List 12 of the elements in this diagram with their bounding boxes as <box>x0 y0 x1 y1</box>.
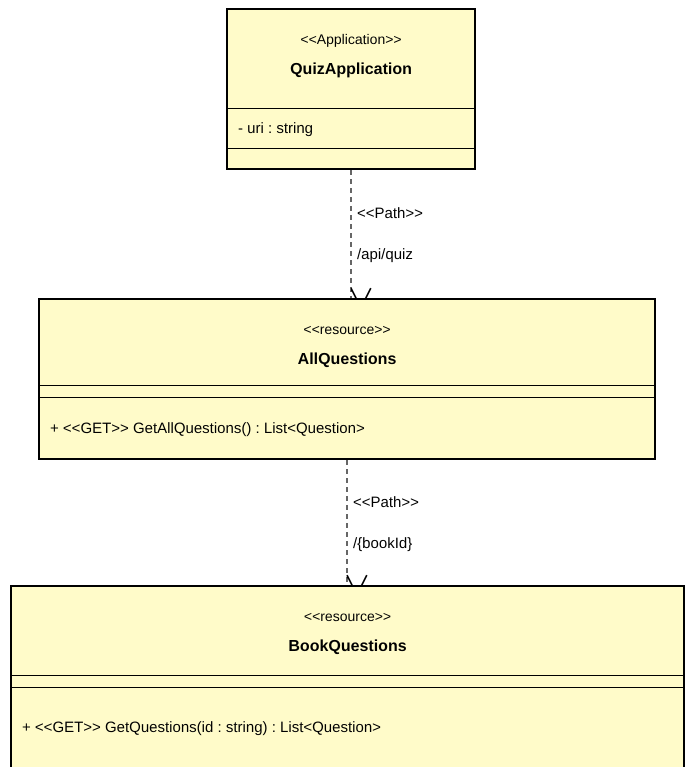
stereotype-label: <<Application>> <box>300 30 402 48</box>
stereotype-label: <<resource>> <box>304 607 392 625</box>
class-box <box>226 8 476 170</box>
operation-text: + <<GET>> GetAllQuestions() : List<Question> <box>50 420 365 436</box>
stereotype-label: <<resource>> <box>303 320 391 338</box>
class-name: QuizApplication <box>290 60 412 80</box>
class-box <box>38 298 656 460</box>
attribute-text: - uri : string <box>238 120 314 137</box>
class-box <box>10 585 685 767</box>
class-name: AllQuestions <box>298 350 396 370</box>
operation-text: + <<GET>> GetQuestions(id : string) : List<Question> <box>22 719 381 736</box>
class-name: BookQuestions <box>288 637 407 657</box>
